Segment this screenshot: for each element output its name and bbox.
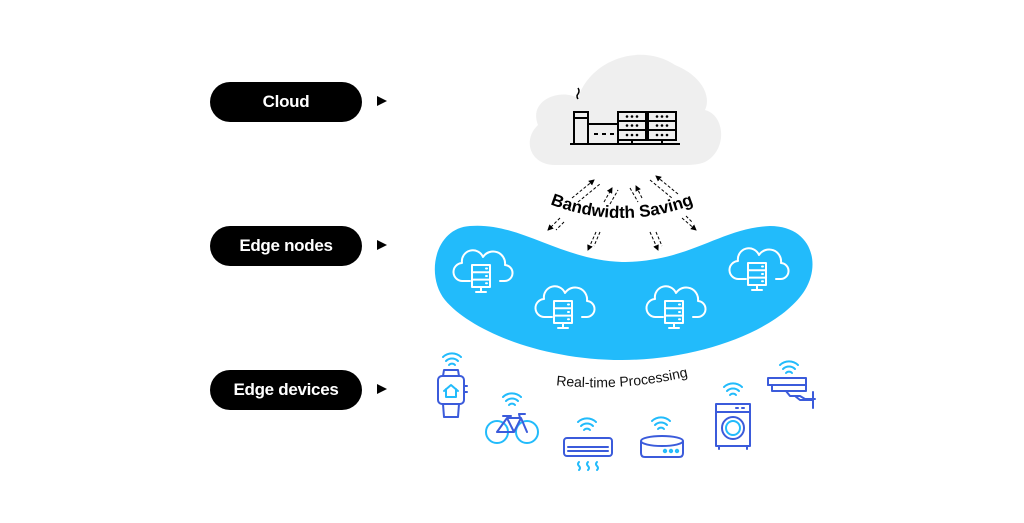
smart-speaker-icon bbox=[640, 416, 684, 458]
wifi-icon bbox=[502, 392, 522, 406]
triangle-right-icon bbox=[377, 384, 387, 394]
triangle-right-icon bbox=[377, 96, 387, 106]
cloud-shape bbox=[529, 54, 722, 166]
edge-nodes-band bbox=[434, 225, 813, 360]
wifi-icon bbox=[651, 416, 671, 430]
triangle-right-icon bbox=[377, 240, 387, 250]
wifi-icon bbox=[577, 417, 597, 431]
bandwidth-arrows bbox=[547, 175, 697, 251]
air-conditioner-icon bbox=[563, 417, 613, 471]
layer-label-edge-nodes: Edge nodes bbox=[210, 226, 362, 266]
washing-machine-icon bbox=[715, 382, 751, 450]
data-center-icon bbox=[570, 87, 680, 145]
smartwatch-icon bbox=[437, 352, 468, 418]
wifi-icon bbox=[442, 352, 462, 366]
layer-label-cloud: Cloud bbox=[210, 82, 362, 122]
wifi-icon bbox=[723, 382, 743, 396]
wifi-icon bbox=[779, 360, 799, 374]
layer-label-edge-devices: Edge devices bbox=[210, 370, 362, 410]
realtime-processing-label: Real-time Processing bbox=[556, 364, 689, 391]
bandwidth-saving-label: Bandwidth Saving bbox=[549, 190, 696, 222]
security-camera-icon bbox=[767, 360, 816, 409]
bicycle-icon bbox=[485, 392, 539, 444]
